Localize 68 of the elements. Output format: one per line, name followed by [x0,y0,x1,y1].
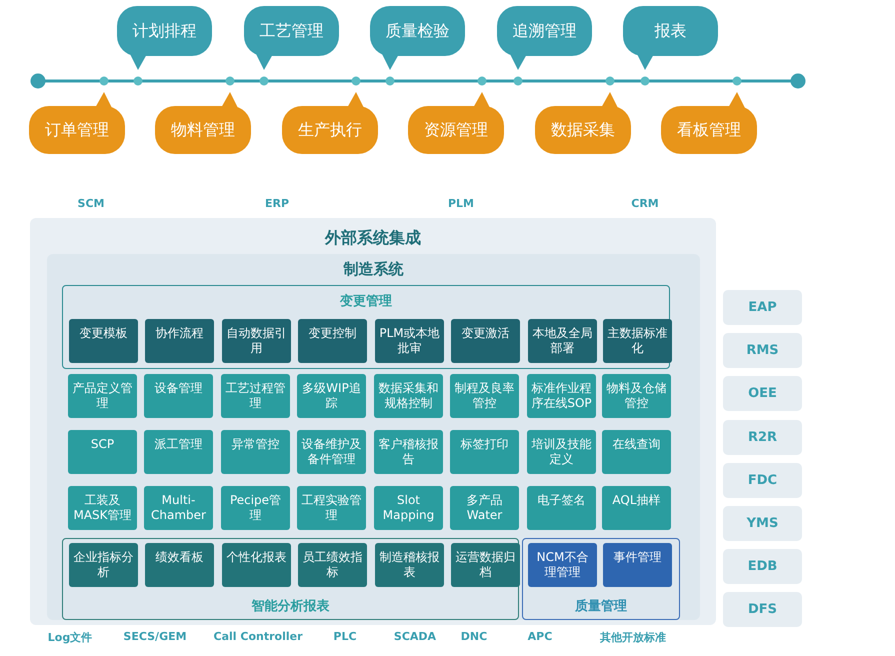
module-box: 数据采集和规格控制 [374,374,443,418]
system-box: DFS [723,592,802,628]
system-box: OEE [723,376,802,412]
system-label: 其他开放标准 [600,630,666,645]
module-box: 变更激活 [451,319,520,363]
module-box: 多产品Water [450,486,519,530]
module-box: 电子签名 [527,486,596,530]
module-box: Pecipe管理 [221,486,290,530]
system-label: ERP [264,197,290,210]
module-box: 变更控制 [298,319,367,363]
group-frame [522,538,680,620]
module-box: 员工绩效指标 [298,543,367,587]
panel-title: 变更管理 [340,292,392,310]
module-box: 多级WIP追踪 [297,374,366,418]
module-box: 绩效看板 [145,543,214,587]
module-box: 事件管理 [603,543,672,587]
module-box: 异常管控 [221,430,290,474]
module-box: 主数据标准化 [603,319,672,363]
module-box: 标准作业程序在线SOP [527,374,596,418]
system-label: SCADA [394,630,436,643]
module-box: 制程及良率管控 [450,374,519,418]
system-label: Call Controller [214,630,302,643]
module-box: 产品定义管理 [68,374,137,418]
panel-title: 智能分析报表 [252,598,330,615]
module-box: PLM或本地批审 [375,319,444,363]
system-label: SCM [78,197,104,210]
module-box: Multi-Chamber [144,486,213,530]
group-frame [62,538,519,620]
system-label: DNC [460,630,488,643]
module-box: 物料及仓储管控 [602,374,671,418]
system-box: FDC [723,462,802,498]
system-box: R2R [723,420,802,455]
module-box: NCM不合理管理 [528,543,597,587]
system-label: Log文件 [48,630,92,645]
module-box: 制造稽核报表 [375,543,444,587]
module-box: Slot Mapping [374,486,443,530]
system-label: PLC [333,630,357,643]
module-box: 运营数据归档 [451,543,520,587]
module-box: 设备管理 [144,374,213,418]
module-box: 企业指标分析 [69,543,138,587]
system-box: EDB [723,549,802,584]
module-box: 标签打印 [450,430,519,474]
module-box: 培训及技能定义 [527,430,596,474]
module-box: 工程实验管理 [297,486,366,530]
system-label: PLM [448,197,474,210]
module-box: 工装及MASK管理 [68,486,137,530]
panel-title: 外部系统集成 [325,228,421,249]
system-box: YMS [723,506,802,541]
module-box: 工艺过程管理 [221,374,290,418]
system-box: EAP [723,290,802,325]
module-box: SCP [68,430,137,474]
module-box: 设备维护及备件管理 [297,430,366,474]
module-box: 协作流程 [145,319,214,363]
panel-title: 质量管理 [575,598,627,615]
module-box: 派工管理 [144,430,213,474]
module-box: 客户稽核报告 [374,430,443,474]
module-box: 本地及全局部署 [528,319,597,363]
module-box: 在线查询 [602,430,671,474]
system-box: RMS [723,333,802,368]
module-box: 变更模板 [69,319,138,363]
group-frame [62,285,670,369]
module-box: AQL抽样 [602,486,671,530]
module-box: 自动数据引用 [222,319,291,363]
system-label: APC [528,630,552,643]
system-label: CRM [631,197,659,210]
module-box: 个性化报表 [222,543,291,587]
system-label: SECS/GEM [123,630,187,643]
panel-title: 制造系统 [344,260,404,279]
